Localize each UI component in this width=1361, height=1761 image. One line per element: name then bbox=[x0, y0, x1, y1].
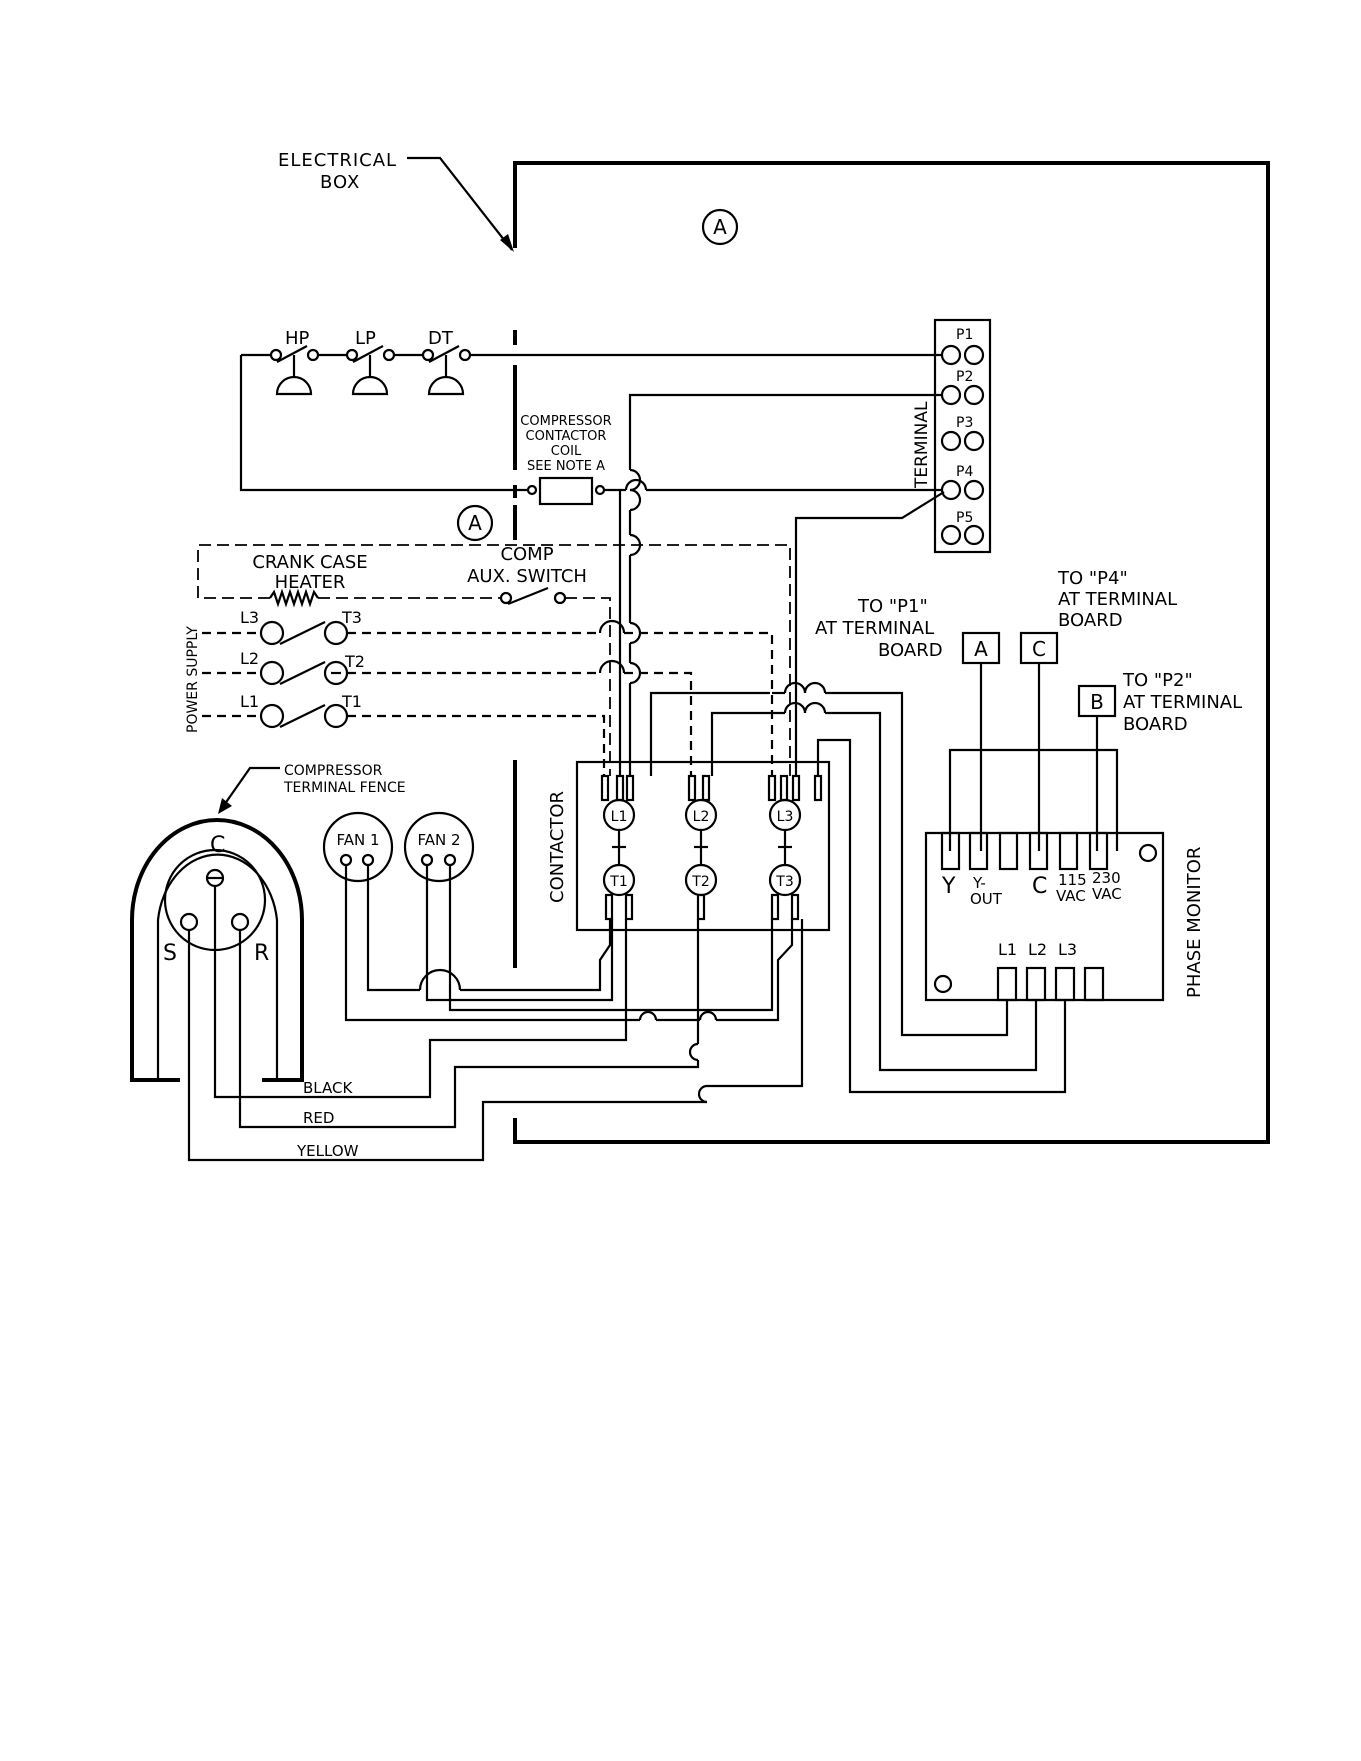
control-wires bbox=[618, 393, 945, 776]
wire-color-black: BLACK bbox=[303, 1079, 353, 1097]
dt-label: DT bbox=[428, 328, 454, 349]
fan-2-label: FAN 2 bbox=[417, 831, 460, 849]
electrical-box-arrowhead bbox=[500, 234, 514, 252]
to-p2-label-2: AT TERMINAL bbox=[1123, 692, 1242, 713]
pm-l3-label: L3 bbox=[1058, 940, 1077, 959]
marker-a-top bbox=[701, 208, 739, 246]
marker-a-top-label: A bbox=[713, 215, 727, 239]
line-label-l3: L3 bbox=[240, 608, 259, 627]
crank-case-circuit bbox=[197, 544, 791, 776]
pm-l1-label: L1 bbox=[998, 940, 1017, 959]
field-wires bbox=[187, 865, 804, 1162]
pm-230-label-2: VAC bbox=[1092, 885, 1122, 903]
wire-color-yellow: YELLOW bbox=[296, 1142, 359, 1160]
to-p1-label-3: BOARD bbox=[878, 640, 943, 661]
lp-label: LP bbox=[355, 328, 376, 349]
line-label-l1: L1 bbox=[240, 692, 259, 711]
to-p4-label-1: TO "P4" bbox=[1057, 568, 1128, 589]
compressor-fence-label-1: COMPRESSOR bbox=[284, 763, 383, 779]
pm-115-label-1: 115 bbox=[1058, 871, 1087, 889]
power-supply-label: POWER SUPPLY bbox=[185, 626, 201, 733]
pm-l2-label: L2 bbox=[1028, 940, 1047, 959]
phase-monitor-label: PHASE MONITOR bbox=[1184, 847, 1205, 998]
marker-a-left bbox=[456, 504, 494, 542]
power-supply-lines bbox=[202, 619, 774, 776]
contactor-label: CONTACTOR bbox=[547, 791, 568, 903]
coil-label-1: COMPRESSOR bbox=[520, 414, 611, 429]
coil-label-4: SEE NOTE A bbox=[527, 459, 605, 474]
compressor-term-c: C bbox=[210, 833, 225, 858]
fan-1-label: FAN 1 bbox=[336, 831, 379, 849]
contactor-coil bbox=[526, 476, 944, 506]
terminal-pin-p2: P2 bbox=[956, 369, 973, 385]
line-label-t3: T3 bbox=[341, 608, 362, 627]
aux-switch-label-2: AUX. SWITCH bbox=[467, 566, 587, 587]
line-label-l2: L2 bbox=[240, 649, 259, 668]
box-a-label: A bbox=[974, 637, 988, 661]
pm-230-label-1: 230 bbox=[1092, 869, 1121, 887]
electrical-box-label-2: BOX bbox=[320, 172, 360, 193]
pm-yout-label-2: OUT bbox=[970, 890, 1003, 908]
compressor-term-s: S bbox=[163, 941, 177, 966]
contactor-term-l1: L1 bbox=[611, 809, 628, 825]
marker-a-left-label: A bbox=[468, 511, 482, 535]
contactor-term-l2: L2 bbox=[693, 809, 710, 825]
pm-y-label: Y bbox=[941, 874, 956, 899]
aux-switch-label-1: COMP bbox=[500, 544, 553, 565]
electrical-box-label-1: ELECTRICAL bbox=[278, 150, 397, 171]
to-p2-label-3: BOARD bbox=[1123, 714, 1188, 735]
contactor-term-l3: L3 bbox=[777, 809, 794, 825]
line-label-t2: T2 bbox=[344, 652, 365, 671]
to-p4-label-3: BOARD bbox=[1058, 610, 1123, 631]
phase-monitor-line-wires bbox=[649, 681, 1067, 1094]
crank-case-label-1: CRANK CASE bbox=[252, 552, 367, 573]
terminal-board bbox=[933, 318, 992, 554]
wire-color-red: RED bbox=[303, 1109, 334, 1127]
pm-yout-label-1: Y- bbox=[972, 874, 986, 892]
pm-c-label: C bbox=[1032, 874, 1047, 899]
contactor-term-t3: T3 bbox=[775, 874, 793, 890]
pm-115-label-2: VAC bbox=[1056, 887, 1086, 905]
electrical-box bbox=[513, 161, 1270, 1144]
line-label-t1: T1 bbox=[341, 692, 362, 711]
fan-1 bbox=[322, 811, 394, 883]
to-p4-label-2: AT TERMINAL bbox=[1058, 589, 1177, 610]
terminal-pin-p5: P5 bbox=[956, 510, 973, 526]
terminal-label: TERMINAL bbox=[912, 401, 932, 489]
electrical-box-leader bbox=[407, 156, 513, 251]
contactor-term-t2: T2 bbox=[691, 874, 709, 890]
coil-label-3: COIL bbox=[551, 444, 582, 459]
compressor-fence-leader bbox=[221, 766, 280, 809]
box-b-label: B bbox=[1090, 690, 1104, 714]
contactor-term-t1: T1 bbox=[609, 874, 627, 890]
to-p1-label-2: AT TERMINAL bbox=[815, 618, 934, 639]
compressor-fence-arrowhead bbox=[218, 798, 232, 814]
coil-label-2: CONTACTOR bbox=[526, 429, 607, 444]
to-p1-label-1: TO "P1" bbox=[857, 596, 928, 617]
compressor-terminal-fence bbox=[130, 818, 304, 1082]
compressor-fence-label-2: TERMINAL FENCE bbox=[283, 780, 406, 796]
to-p2-label-1: TO "P2" bbox=[1122, 670, 1193, 691]
hp-label: HP bbox=[285, 328, 310, 349]
terminal-pin-p3: P3 bbox=[956, 415, 973, 431]
terminal-pin-p4: P4 bbox=[956, 464, 973, 480]
crank-case-label-2: HEATER bbox=[275, 572, 346, 593]
compressor-term-r: R bbox=[254, 941, 269, 966]
pressure-switches bbox=[239, 345, 944, 492]
box-c-label: C bbox=[1032, 637, 1046, 661]
terminal-pin-p1: P1 bbox=[956, 327, 973, 343]
contactor bbox=[575, 760, 831, 932]
